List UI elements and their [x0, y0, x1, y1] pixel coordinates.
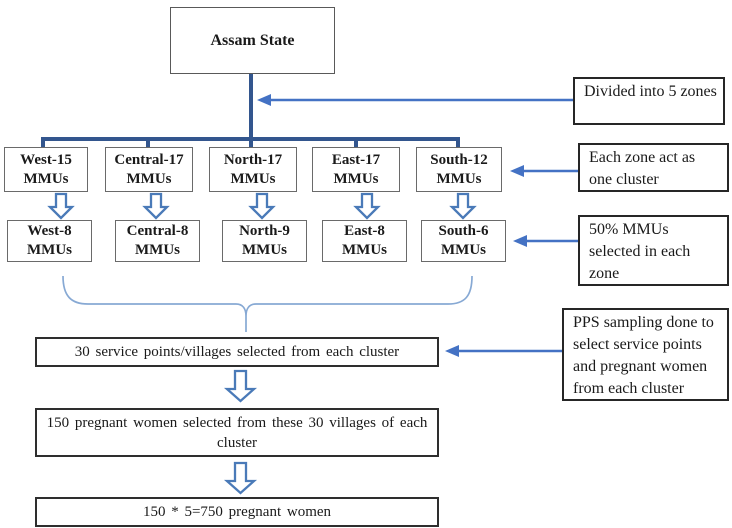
left-arrow-icon [513, 235, 527, 247]
annotation-divided-zones: Divided into 5 zones [573, 77, 725, 125]
assam-state-box: Assam State [170, 7, 335, 74]
annotation-mmu-selection: 50% MMUs selected in each zone [578, 215, 729, 286]
down-arrow-icon [449, 192, 477, 220]
service-points-label: 30 service points/villages selected from… [74, 344, 400, 360]
mmu-selected-box-south: South-6 MMUs [421, 220, 506, 262]
mmu-label: MMUs [135, 242, 180, 258]
zone-label: East-17 [331, 151, 381, 168]
assam-state-label: Assam State [210, 31, 295, 49]
left-arrow-icon [445, 345, 459, 357]
total-sample-label: 150 * 5=750 pregnant women [142, 504, 332, 520]
down-arrow-icon [47, 192, 75, 220]
annotation-pps-sampling: PPS sampling done to select service poin… [562, 308, 729, 401]
mmu-selected-box-north: North-9 MMUs [222, 220, 307, 262]
mmu-label: Central-8 [126, 223, 189, 239]
down-arrow-icon [142, 192, 170, 220]
mmu-selected-box-central: Central-8 MMUs [115, 220, 200, 262]
annotation-label: 50% MMUs selected in each zone [589, 221, 691, 282]
total-sample-box: 150 * 5=750 pregnant women [35, 497, 439, 527]
mmu-label: West-8 [27, 223, 72, 239]
left-arrow-icon [510, 165, 524, 177]
pregnant-women-box: 150 pregnant women selected from these 3… [35, 408, 439, 457]
down-arrow-icon [223, 369, 258, 403]
zone-box-central: Central-17 MMUs [105, 147, 193, 192]
zone-label: MMUs [23, 170, 69, 187]
zone-label: North-17 [223, 151, 283, 168]
down-arrow-icon [353, 192, 381, 220]
zone-label: MMUs [333, 170, 379, 187]
down-arrow-icon [248, 192, 276, 220]
mmu-label: North-9 [239, 223, 290, 239]
mmu-label: MMUs [342, 242, 387, 258]
annotation-label: Each zone act as one cluster [589, 149, 696, 188]
brace-icon [62, 275, 473, 332]
annotation-zone-cluster: Each zone act as one cluster [578, 143, 729, 192]
left-arrow-icon [257, 94, 271, 106]
zone-label: West-15 [20, 151, 72, 168]
pregnant-women-label: 150 pregnant women selected from these 3… [46, 414, 428, 451]
mmu-label: South-6 [438, 223, 489, 239]
zone-label: Central-17 [114, 151, 184, 168]
annotation-label: Divided into 5 zones [584, 83, 717, 100]
zone-box-north: North-17 MMUs [209, 147, 297, 192]
mmu-selected-box-west: West-8 MMUs [7, 220, 92, 262]
zone-label: MMUs [230, 170, 276, 187]
annotation-arrows [257, 94, 578, 357]
tree-connector-lines [41, 74, 460, 148]
zone-label: MMUs [126, 170, 172, 187]
mmu-label: MMUs [27, 242, 72, 258]
zone-box-south: South-12 MMUs [416, 147, 502, 192]
mmu-selected-box-east: East-8 MMUs [322, 220, 407, 262]
down-arrow-icon [223, 461, 258, 495]
zone-box-east: East-17 MMUs [312, 147, 400, 192]
block-down-arrows [47, 192, 477, 495]
zone-box-west: West-15 MMUs [4, 147, 88, 192]
mmu-label: East-8 [344, 223, 385, 239]
annotation-label: PPS sampling done to select service poin… [573, 314, 714, 397]
mmu-label: MMUs [242, 242, 287, 258]
service-points-box: 30 service points/villages selected from… [35, 337, 439, 367]
zone-label: South-12 [430, 151, 488, 168]
zone-label: MMUs [436, 170, 482, 187]
mmu-label: MMUs [441, 242, 486, 258]
